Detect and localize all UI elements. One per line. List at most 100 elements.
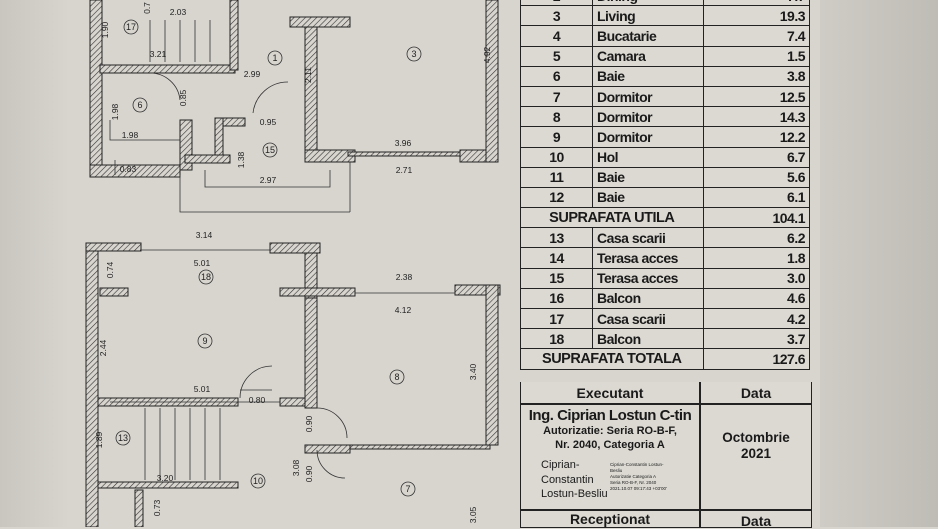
room-area: 6.2 xyxy=(702,227,810,249)
room-marker xyxy=(262,142,278,158)
room-number-label: 3 xyxy=(411,49,416,59)
room-name: Balcon xyxy=(591,287,704,310)
wall xyxy=(85,242,142,252)
dimension-line xyxy=(179,175,350,213)
room-number-label: 18 xyxy=(201,272,211,282)
dimension-label: 3.05 xyxy=(468,506,478,523)
background-surface xyxy=(820,0,938,527)
room-area: 1.8 xyxy=(702,247,810,269)
room-area: 7.4 xyxy=(702,25,810,47)
dimension-label: 0.74 xyxy=(105,261,115,278)
room-number: 8 xyxy=(520,106,593,128)
room-area: 1.5 xyxy=(702,45,810,67)
dimension-line xyxy=(204,170,331,188)
dimension-label: 3.14 xyxy=(196,230,213,240)
room-marker xyxy=(123,19,139,35)
dimension-label: 0.90 xyxy=(304,465,314,482)
wall xyxy=(99,287,129,297)
room-area: 3.7 xyxy=(702,328,810,350)
engineer-name: Ing. Ciprian Lostun C-tin xyxy=(528,407,692,424)
wall xyxy=(134,489,144,527)
sig-name-1: Ciprian- xyxy=(541,459,580,471)
room-number: 18 xyxy=(520,328,593,350)
dimension-label: 0.83 xyxy=(120,164,137,174)
room-name: Bucatarie xyxy=(591,25,704,47)
wall xyxy=(485,0,499,163)
stamp-line: Autorizatie Categoria A xyxy=(610,474,657,479)
room-name: Terasa acces xyxy=(591,247,704,269)
dimension-label: 2.11 xyxy=(303,67,313,83)
dimension-label: 2.44 xyxy=(98,339,108,356)
room-area: 12.5 xyxy=(702,85,810,108)
dimension-label: 4.12 xyxy=(395,305,412,315)
room-number: 9 xyxy=(520,126,593,148)
room-name: Dormitor xyxy=(591,126,704,148)
room-number-label: 7 xyxy=(405,484,410,494)
door-swing xyxy=(149,72,181,101)
wall xyxy=(184,154,231,164)
room-name: Hol xyxy=(591,146,704,168)
room-name: Dormitor xyxy=(591,106,704,128)
room-number-label: 10 xyxy=(253,476,263,486)
door-swing xyxy=(252,81,289,114)
room-number: 4 xyxy=(520,25,593,47)
dimension-label: 3.40 xyxy=(468,363,478,380)
room-name: Terasa acces xyxy=(591,267,704,289)
room-name: Living xyxy=(591,5,704,27)
room-name: Balcon xyxy=(591,328,704,350)
room-area: 5.6 xyxy=(702,166,810,188)
dimension-label: 1.89 xyxy=(94,431,104,448)
room-marker xyxy=(250,473,266,489)
stamp-line: Seria RO-B-F, Nr. 2040 xyxy=(610,480,657,485)
room-marker xyxy=(267,50,283,66)
data-label: Data xyxy=(740,385,772,401)
authorization-line-2: Nr. 2040, Categoria A xyxy=(555,439,665,451)
sig-name-2: Constantin xyxy=(541,473,594,486)
room-number: 10 xyxy=(520,146,593,168)
executant-label: Executant xyxy=(576,385,644,401)
room-number: 5 xyxy=(520,45,593,67)
wall xyxy=(304,444,351,454)
paper-shadow xyxy=(0,0,70,527)
wall xyxy=(97,481,239,489)
total-area-label: SUPRAFATA TOTALA xyxy=(520,348,704,370)
title-block: Executant Data Ing. Ciprian Lostun C-tin… xyxy=(520,382,812,529)
wall xyxy=(454,284,501,296)
room-area: 3.0 xyxy=(702,267,810,289)
dimension-label: 0.90 xyxy=(304,415,314,432)
dimension-label: 3.21 xyxy=(150,49,167,59)
room-number: 16 xyxy=(520,287,593,310)
wall xyxy=(304,297,318,409)
dimension-label: 0.80 xyxy=(249,395,266,405)
dimension-label: 5.01 xyxy=(194,384,211,394)
room-number-label: 8 xyxy=(394,372,399,382)
dimension-label: 3.08 xyxy=(291,459,301,476)
room-name: Baie xyxy=(591,186,704,209)
room-area: 6.1 xyxy=(702,186,810,209)
room-name: Camara xyxy=(591,45,704,67)
door-swing xyxy=(239,365,273,399)
wall xyxy=(289,16,351,28)
room-number: 6 xyxy=(520,65,593,87)
wall xyxy=(89,164,181,178)
stamp-line: Ciprian-Constantin Lostun- xyxy=(610,462,664,467)
dimension-label: 1.98 xyxy=(122,130,139,140)
room-area: 12.2 xyxy=(702,126,810,148)
total-area-value: 127.6 xyxy=(702,348,810,370)
dimension-label: 0.7 xyxy=(142,2,152,14)
